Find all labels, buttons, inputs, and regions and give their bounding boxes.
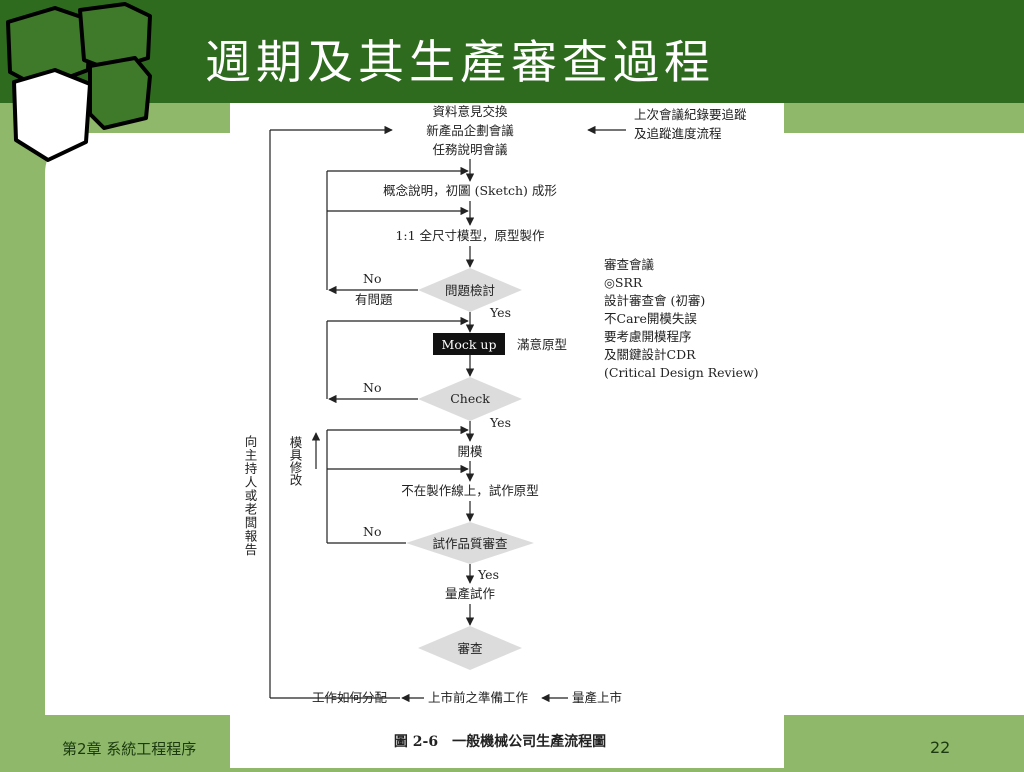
header-band: [0, 0, 1024, 103]
mold-modify-label: 模具修改: [288, 436, 303, 487]
mockup-box: [433, 333, 505, 355]
top-block-line-1: 資料意見交換: [432, 104, 508, 119]
footer-chapter: 第2章 系統工程程序: [62, 740, 197, 758]
review-note-4: 不Care開模失誤: [604, 311, 697, 326]
review-note-6: 及關鍵設計CDR: [604, 347, 696, 362]
top-right-note-2: 及追蹤進度流程: [634, 126, 722, 141]
decision-final-shape: [418, 626, 522, 670]
review-note-1: 審查會議: [604, 257, 655, 272]
satisfied-prototype: 滿意原型: [517, 337, 567, 352]
decision-check: Check: [450, 391, 490, 406]
figure-caption: 圖 2-6 一般機械公司生產流程圖: [394, 733, 606, 750]
bottom-launch: 量產上市: [572, 690, 622, 705]
decision-check-shape: [418, 377, 522, 421]
review-note-2: ◎SRR: [604, 275, 643, 290]
step-open-mold: 開模: [457, 444, 483, 459]
no-label-3: No: [363, 524, 381, 539]
yes-label-1: Yes: [489, 305, 511, 320]
decision-quality-shape: [406, 522, 534, 564]
decision-review: 問題檢討: [445, 283, 495, 298]
no-label-2: No: [363, 380, 381, 395]
step-model: 1:1 全尺寸模型，原型製作: [395, 228, 545, 243]
left-vertical-label: 向主持人或老闆報告: [243, 434, 258, 557]
yes-label-3: Yes: [477, 567, 499, 582]
no-label-1: No: [363, 271, 381, 286]
slide-title: 週期及其生產審查過程: [205, 35, 715, 89]
decision-quality: 試作品質審查: [432, 536, 508, 551]
bottom-work: 工作如何分配: [312, 690, 388, 705]
mockup-label: Mock up: [442, 337, 497, 352]
top-right-note-1: 上次會議紀錄要追蹤: [634, 107, 747, 122]
decision-review-shape: [418, 268, 522, 312]
step-concept: 概念說明，初圖 (Sketch) 成形: [383, 183, 557, 198]
top-block-line-3: 任務說明會議: [432, 142, 508, 157]
cube-logo-icon: [6, 2, 152, 162]
flowchart-figure: 資料意見交換 新產品企劃會議 任務說明會議 上次會議紀錄要追蹤 及追蹤進度流程 …: [230, 103, 784, 768]
top-block-line-2: 新產品企劃會議: [426, 123, 514, 138]
review-note-3: 設計審查會 (初審): [604, 293, 705, 308]
review-note-7: (Critical Design Review): [604, 365, 759, 380]
bottom-prep: 上市前之準備工作: [428, 690, 529, 705]
decision-final: 審查: [457, 641, 483, 656]
yes-label-2: Yes: [489, 415, 511, 430]
review-note-5: 要考慮開模程序: [604, 329, 692, 344]
step-trial: 不在製作線上，試作原型: [401, 483, 539, 498]
has-problem-label: 有問題: [355, 292, 393, 307]
page-number: 22: [930, 738, 951, 757]
step-mass-trial: 量產試作: [445, 586, 496, 601]
